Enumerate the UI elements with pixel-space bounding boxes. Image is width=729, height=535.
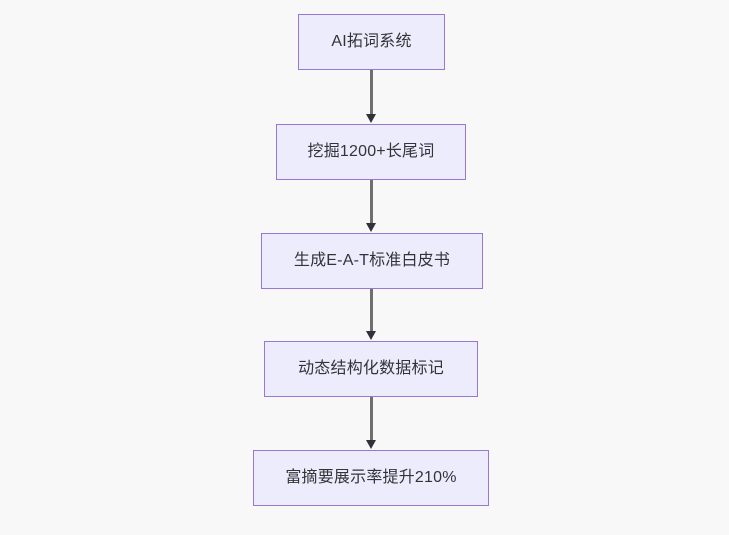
flow-node-rich-snippet-impression-uplift[interactable]: 富摘要展示率提升210% [253, 450, 489, 506]
flow-node-mine-longtail-keywords[interactable]: 挖掘1200+长尾词 [276, 124, 466, 180]
flow-node-label: 生成E-A-T标准白皮书 [293, 252, 451, 270]
arrow-down-icon [366, 223, 376, 232]
flow-node-dynamic-structured-data-markup[interactable]: 动态结构化数据标记 [264, 341, 478, 397]
flow-node-generate-eat-whitepaper[interactable]: 生成E-A-T标准白皮书 [261, 233, 483, 289]
flow-node-label: AI拓词系统 [331, 33, 412, 51]
flow-edge-connector [370, 180, 373, 224]
arrow-down-icon [366, 114, 376, 123]
arrow-down-icon [366, 440, 376, 449]
flow-node-ai-keyword-system[interactable]: AI拓词系统 [298, 14, 445, 70]
flow-node-label: 富摘要展示率提升210% [285, 469, 457, 487]
flow-edge-connector [370, 397, 373, 441]
flow-edge-connector [370, 289, 373, 332]
flow-node-label: 动态结构化数据标记 [298, 360, 444, 378]
flow-node-label: 挖掘1200+长尾词 [307, 143, 435, 161]
flow-edge-connector [370, 70, 373, 115]
arrow-down-icon [366, 331, 376, 340]
